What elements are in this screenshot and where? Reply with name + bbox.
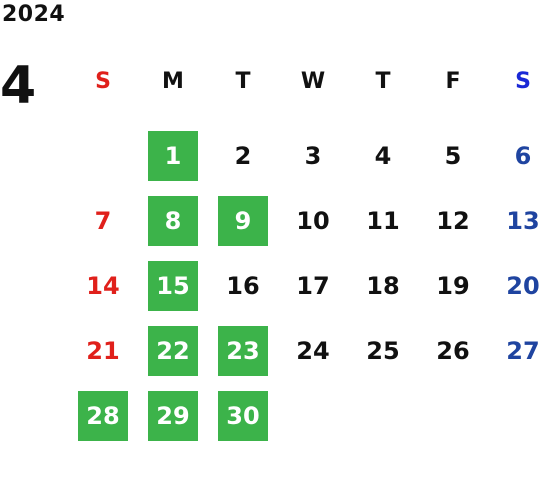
calendar-day-number: 18 — [366, 271, 400, 300]
calendar-month: 4 — [0, 56, 37, 116]
calendar-day-number: 2 — [234, 141, 252, 170]
calendar-day-number: 19 — [436, 271, 470, 300]
weekday-header-sun: S — [95, 68, 111, 94]
calendar-day-number: 26 — [436, 336, 470, 365]
calendar-day-number: 6 — [514, 141, 532, 170]
weekday-header-tue: T — [235, 68, 251, 94]
calendar-day-cell[interactable]: 2 — [208, 123, 278, 188]
calendar-day-number: 12 — [436, 206, 470, 235]
calendar-day-cell[interactable]: 25 — [348, 318, 418, 383]
calendar-empty-cell — [68, 123, 138, 188]
calendar-day-cell[interactable]: 9 — [208, 188, 278, 253]
weekday-header-thu: T — [375, 68, 391, 94]
calendar-day-number: 21 — [86, 336, 120, 365]
calendar-day-cell[interactable]: 28 — [68, 383, 138, 448]
weekday-header-fri: F — [445, 68, 461, 94]
calendar-day-number: 22 — [148, 325, 198, 376]
calendar-day-cell[interactable]: 19 — [418, 253, 488, 318]
calendar-day-cell[interactable]: 23 — [208, 318, 278, 383]
calendar-day-cell[interactable]: 24 — [278, 318, 348, 383]
calendar-day-number: 11 — [366, 206, 400, 235]
calendar-day-cell[interactable]: 17 — [278, 253, 348, 318]
calendar-day-cell[interactable]: 1 — [138, 123, 208, 188]
calendar-day-number: 15 — [148, 260, 198, 311]
calendar-day-cell[interactable]: 18 — [348, 253, 418, 318]
calendar-day-cell[interactable]: 5 — [418, 123, 488, 188]
calendar-day-cell[interactable]: 8 — [138, 188, 208, 253]
calendar-day-number: 23 — [218, 325, 268, 376]
calendar-day-number: 5 — [444, 141, 462, 170]
calendar-day-number: 8 — [148, 195, 198, 246]
calendar-day-number: 20 — [506, 271, 540, 300]
calendar-day-cell[interactable]: 26 — [418, 318, 488, 383]
calendar-day-number: 24 — [296, 336, 330, 365]
calendar-day-number: 30 — [218, 390, 268, 441]
calendar-day-number: 29 — [148, 390, 198, 441]
calendar-day-cell[interactable]: 4 — [348, 123, 418, 188]
calendar-day-number: 9 — [218, 195, 268, 246]
weekday-header-wed: W — [300, 68, 326, 94]
calendar-day-cell[interactable]: 29 — [138, 383, 208, 448]
calendar-day-cell[interactable]: 11 — [348, 188, 418, 253]
calendar-day-number: 17 — [296, 271, 330, 300]
calendar-day-number: 28 — [78, 390, 128, 441]
calendar-year: 2024 — [2, 2, 66, 27]
calendar-day-number: 3 — [304, 141, 322, 170]
calendar-day-cell[interactable]: 3 — [278, 123, 348, 188]
weekday-header-mon: M — [162, 68, 184, 94]
calendar-day-cell[interactable]: 12 — [418, 188, 488, 253]
calendar-day-cell[interactable]: 13 — [488, 188, 548, 253]
calendar-day-number: 10 — [296, 206, 330, 235]
calendar-day-number: 25 — [366, 336, 400, 365]
calendar-day-number: 16 — [226, 271, 260, 300]
calendar-day-number: 13 — [506, 206, 540, 235]
calendar-day-number: 4 — [374, 141, 392, 170]
calendar-day-cell[interactable]: 30 — [208, 383, 278, 448]
calendar-day-cell[interactable]: 7 — [68, 188, 138, 253]
calendar-day-number: 7 — [94, 206, 112, 235]
calendar-day-number: 27 — [506, 336, 540, 365]
calendar-day-cell[interactable]: 6 — [488, 123, 548, 188]
calendar-day-cell[interactable]: 15 — [138, 253, 208, 318]
calendar-day-cell[interactable]: 16 — [208, 253, 278, 318]
calendar-day-number: 1 — [148, 130, 198, 181]
calendar-day-cell[interactable]: 20 — [488, 253, 548, 318]
calendar-day-cell[interactable]: 22 — [138, 318, 208, 383]
calendar-day-cell[interactable]: 10 — [278, 188, 348, 253]
calendar-day-cell[interactable]: 27 — [488, 318, 548, 383]
weekday-header-sat: S — [515, 68, 531, 94]
calendar-day-number: 14 — [86, 271, 120, 300]
calendar-day-cell[interactable]: 14 — [68, 253, 138, 318]
calendar-day-cell[interactable]: 21 — [68, 318, 138, 383]
